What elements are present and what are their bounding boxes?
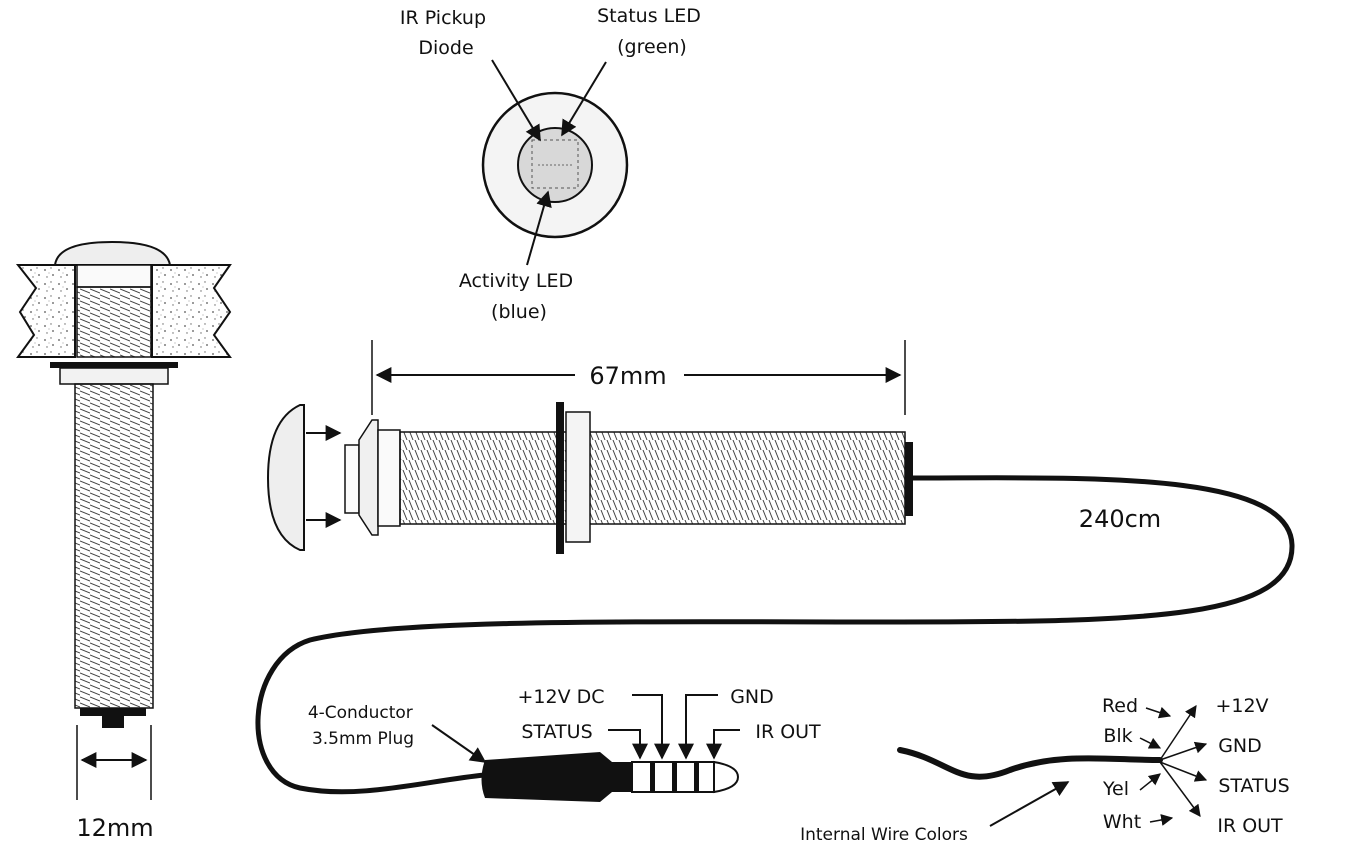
status-led-arrow xyxy=(561,61,607,137)
wire-color-red: Red xyxy=(1102,695,1138,717)
wire-color-blk: Blk xyxy=(1103,725,1132,747)
ir-pickup-diode-label: IR Pickup Diode xyxy=(400,7,492,59)
internal-wire-cable xyxy=(897,747,1163,780)
internal-wire-colors-arrow xyxy=(989,781,1070,827)
activity-led-arrow xyxy=(526,190,552,266)
plug-label: 4-Conductor 3.5mm Plug xyxy=(308,703,418,749)
pin-gnd-label: GND xyxy=(730,686,774,708)
mounted-sensor-side-view xyxy=(15,240,232,728)
status-led-label: Status LED (green) xyxy=(597,5,707,58)
plug-pin-leaders xyxy=(608,694,740,760)
wire-color-wht: Wht xyxy=(1103,811,1141,833)
cable-length-label: 240cm xyxy=(1079,505,1161,533)
plug-label-arrow xyxy=(431,724,487,763)
plug-3-5mm xyxy=(481,752,740,802)
pin-status-label: STATUS xyxy=(521,721,592,743)
activity-led-label: Activity LED (blue) xyxy=(459,270,579,323)
wire-signal-ir-out: IR OUT xyxy=(1217,815,1283,837)
diameter-label: 12mm xyxy=(76,814,153,842)
pin-ir-out-label: IR OUT xyxy=(755,721,821,743)
wire-signal-status: STATUS xyxy=(1218,775,1289,797)
diameter-dimension xyxy=(76,725,152,800)
length-dimension xyxy=(371,340,906,415)
sensor-exploded-view xyxy=(266,402,913,554)
wire-signal-12v: +12V xyxy=(1215,695,1268,717)
internal-wire-colors-label: Internal Wire Colors xyxy=(800,825,968,845)
wire-fanout xyxy=(1139,705,1208,826)
length-label: 67mm xyxy=(589,362,666,390)
ir-diode-arrow xyxy=(491,59,541,142)
pin-12v-label: +12V DC xyxy=(517,686,604,708)
cable xyxy=(255,475,1295,795)
wire-signal-gnd: GND xyxy=(1218,735,1262,757)
sensor-face-view xyxy=(481,91,629,239)
wire-color-yel: Yel xyxy=(1102,778,1129,800)
